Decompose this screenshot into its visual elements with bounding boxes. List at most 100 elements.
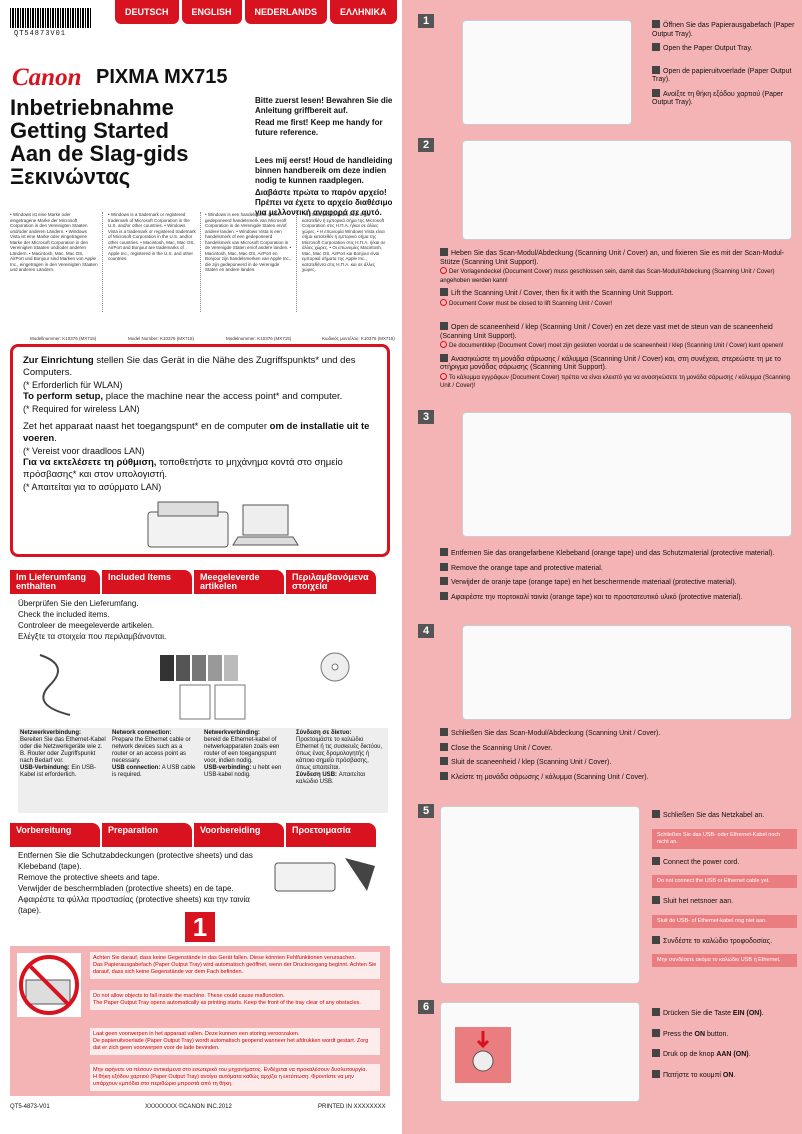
step-2-de-warning: Der Vorlagendeckel (Document Cover) muss…: [440, 269, 775, 284]
note-heading: Network connection:: [112, 730, 172, 736]
warning-item: Do not allow objects to fall inside the …: [93, 993, 285, 999]
model-number-de: Modellnummer: K10376 (MX715): [30, 336, 97, 341]
lang-tab-nl: NEDERLANDS: [244, 0, 328, 24]
step-5-en: Connect the power cord.: [663, 858, 740, 866]
title-en: Getting Started: [10, 118, 169, 143]
note-text: Ein USB-Kabel ist erforderlich.: [20, 765, 97, 778]
preparation-tabs: Vorbereitung Preparation Voorbereiding Π…: [10, 823, 376, 847]
setup-nl: Zet het apparaat naast het toegangspunt*…: [23, 421, 270, 432]
lang-tab-en: ENGLISH: [181, 0, 242, 24]
step-5-de-note: Schließen Sie das USB- oder Ethernet-Kab…: [652, 828, 797, 849]
setup-en-bold: To perform setup,: [23, 391, 104, 402]
included-line-el: Ελέγξτε τα στοιχεία που περιλαμβάνονται.: [18, 632, 167, 641]
setup-de: stellen Sie das Gerät in die Nähe des Zu…: [23, 355, 356, 378]
on-label: ON: [694, 1030, 706, 1038]
page-title: Inbetriebnahme Getting Started Aan de Sl…: [10, 96, 188, 188]
step-6-text: Drücken Sie die Taste EIN (ON). Press th…: [652, 1008, 797, 1080]
step-5-el: Συνδέστε το καλώδιο τροφοδοσίας.: [663, 937, 773, 945]
setup-de-bold: Zur Einrichtung: [23, 355, 94, 366]
warning-en: Do not allow objects to fall inside the …: [90, 990, 380, 1010]
step-2-el: Ανασηκώστε τη μονάδα σάρωσης / κάλυμμα (…: [440, 355, 781, 372]
note-text: bereid de Ethernet-kabel of netwerkappar…: [204, 737, 280, 764]
step-3-de: Entfernen Sie das orangefarbene Klebeban…: [451, 550, 775, 557]
warning-item: De papieruitvoerlade (Paper Output Tray)…: [93, 1038, 369, 1051]
warning-item: Das Papierausgabefach (Paper Output Tray…: [93, 962, 377, 975]
trademark-el: • Η επωνυμία Windows είναι σήμα κατατεθέ…: [302, 212, 386, 272]
read-first-nl: Lees mij eerst! Houd de handleiding binn…: [255, 156, 393, 185]
on-label: AAN (ON): [716, 1051, 749, 1058]
note-heading: USB-Verbindung:: [20, 765, 70, 771]
model-number-en: Model Number: K10376 (MX715): [128, 336, 195, 341]
included-line-de: Überprüfen Sie den Lieferumfang.: [18, 599, 139, 608]
note-heading: Netwerkverbinding:: [204, 730, 261, 736]
on-label: ON: [722, 1071, 734, 1079]
step-3-text: Entfernen Sie das orangefarbene Klebeban…: [440, 548, 800, 602]
warning-item: Achten Sie darauf, dass keine Gegenständ…: [93, 955, 356, 961]
divider: [102, 212, 103, 312]
step-2-badge: 2: [418, 138, 434, 152]
note-text: Απαιτείται καλώδιο USB.: [296, 772, 366, 785]
step-one-warnings: Achten Sie darauf, dass keine Gegenständ…: [10, 946, 390, 1096]
divider: [296, 212, 297, 312]
included-text: Überprüfen Sie den Lieferumfang. Check t…: [18, 598, 166, 642]
read-first-notice-2: Lees mij eerst! Houd de handleiding binn…: [255, 156, 400, 218]
note-heading: USB connection:: [112, 765, 161, 771]
step-3-en: Remove the orange tape and protective ma…: [451, 564, 603, 572]
no-objects-icon: [17, 953, 81, 1017]
included-items-tabs: Im Lieferumfang enthalten Included Items…: [10, 570, 376, 594]
divider: [200, 212, 201, 312]
tab-included-en: Included Items: [102, 570, 192, 594]
prep-line-el: Αφαιρέστε τα φύλλα προστασίας (protectiv…: [18, 895, 250, 915]
step-5-nl: Sluit het netsnoer aan.: [663, 898, 734, 905]
read-first-el: Διαβάστε πρώτα το παρόν αρχείο! Πρέπει ν…: [255, 188, 393, 217]
trademark-de: • Windows ist eine Marke oder eingetrage…: [10, 212, 98, 272]
step-2-nl-warning: De documentklep (Document Cover) moet zi…: [449, 343, 784, 349]
step-3-image: [462, 412, 792, 537]
connection-note-de: Netzwerkverbindung:Bereiten Sie das Ethe…: [20, 730, 106, 779]
model-number-el: Κωδικός μοντέλου: K10376 (MX715): [322, 336, 395, 341]
note-heading: Netzwerkverbindung:: [20, 730, 82, 736]
on-label: EIN (ON): [732, 1010, 762, 1017]
step-3-nl: Verwijder de oranje tape (orange tape) e…: [451, 579, 737, 586]
step-5-de: Schließen Sie das Netzkabel an.: [663, 812, 765, 819]
step-4-el: Κλείστε τη μονάδα σάρωσης / κάλυμμα (Sca…: [451, 773, 649, 781]
barcode-number: QT54873V01: [14, 30, 67, 38]
setup-de-note: (* Erforderlich für WLAN): [23, 380, 123, 390]
step-2-image: [462, 140, 792, 240]
step-4-badge: 4: [418, 624, 434, 638]
tab-prep-nl: Voorbereiding: [194, 823, 284, 847]
warning-nl: Laat geen voorwerpen in het apparaat val…: [90, 1028, 380, 1055]
tab-prep-el: Προετοιμασία: [286, 823, 376, 847]
model-number-nl: Modelnummer: K10376 (MX715): [226, 336, 292, 341]
step-6-de: Drücken Sie die Taste: [663, 1010, 733, 1017]
title-el: Ξεκινώντας: [10, 164, 131, 189]
printer-laptop-illustration: [147, 501, 299, 548]
step-6-en: Press the: [663, 1030, 695, 1038]
note-text: A USB cable is required.: [112, 765, 196, 778]
step-6-nl: Druk op de knop: [663, 1051, 717, 1058]
tab-included-de: Im Lieferumfang enthalten: [10, 570, 100, 594]
step-4-de: Schließen Sie das Scan-Modul/Abdeckung (…: [451, 730, 661, 737]
remove-tape-illustration: [274, 858, 375, 892]
step-2-el-warning: Το κάλυμμα εγγράφων (Document Cover) πρέ…: [440, 374, 791, 390]
step-4-en: Close the Scanning Unit / Cover.: [451, 744, 553, 752]
power-button-icon: [455, 1027, 511, 1083]
tab-prep-de: Vorbereitung: [10, 823, 100, 847]
connection-note-nl: Netwerkverbinding:bereid de Ethernet-kab…: [204, 730, 290, 779]
step-5-items: Schließen Sie das Netzkabel an. Schließe…: [652, 810, 797, 967]
tab-included-nl: Meegeleverde artikelen: [194, 570, 284, 594]
punct: .: [748, 1051, 751, 1058]
punct: .: [733, 1071, 736, 1079]
lang-tab-el: ΕΛΛΗΝΙΚΑ: [330, 0, 397, 24]
step-2-en-warning: Document Cover must be closed to lift Sc…: [449, 300, 613, 307]
read-first-de: Bitte zuerst lesen! Bewahren Sie die Anl…: [255, 96, 393, 115]
warning-item: The Paper Output Tray opens automaticall…: [93, 1000, 361, 1006]
title-de: Inbetriebnahme: [10, 95, 174, 120]
setup-el-note: (* Απαιτείται για το ασύρματο LAN): [23, 482, 162, 492]
step-5-nl-note: Sluit de USB- of Ethernet-kabel nog niet…: [652, 914, 797, 928]
step-5-badge: 5: [418, 804, 434, 818]
note-text: u hebt een USB-kabel nodig.: [204, 765, 282, 778]
step-4-nl: Sluit de scaneenheid / klep (Scanning Un…: [451, 759, 612, 766]
punct: button.: [705, 1030, 729, 1038]
step-1-el: Ανοίξτε τη θήκη εξόδου χαρτιού (Paper Ou…: [652, 90, 784, 107]
